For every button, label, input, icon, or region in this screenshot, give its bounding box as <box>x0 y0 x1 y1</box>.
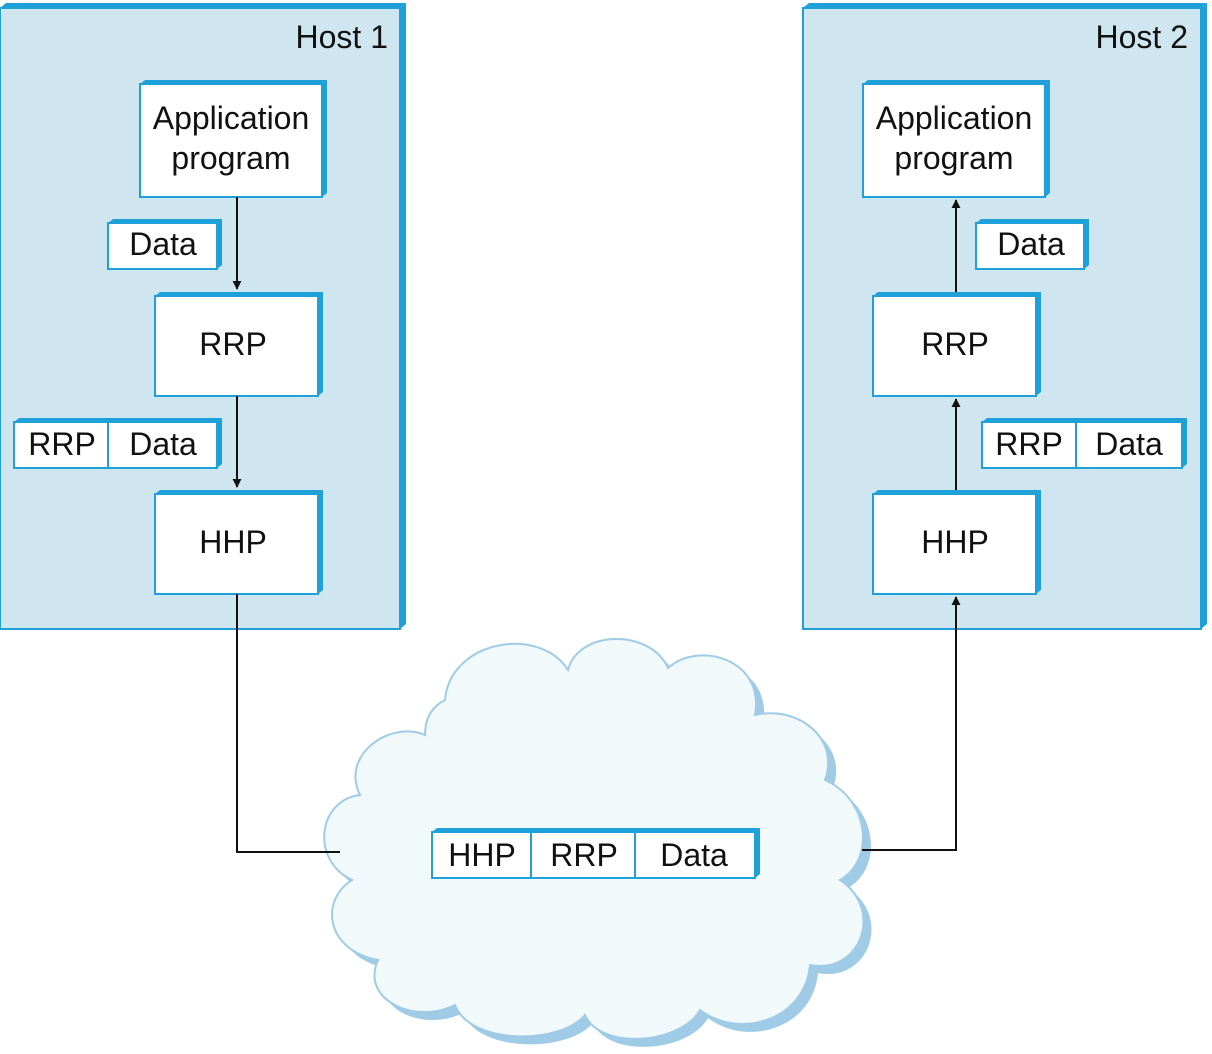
host-1-data-message: Data <box>107 219 222 270</box>
host-2: Host 2 Application program Data RRP RRP <box>802 3 1207 630</box>
host-2-application-program-box: Application program <box>862 80 1050 198</box>
host-2-data-message: Data <box>975 219 1089 270</box>
host-2-rrp-message-header-field: RRP <box>995 426 1063 462</box>
host-1-hhp-label: HHP <box>199 524 267 560</box>
link-network-to-host2 <box>862 596 961 851</box>
packet-rrp-header-field: RRP <box>550 837 618 873</box>
link-host1-to-network <box>236 594 340 853</box>
host-2-rrp-label: RRP <box>921 326 989 362</box>
host-1: Host 1 Application program Data RRP RRP <box>0 3 406 630</box>
host-2-app-label-line2: program <box>894 140 1013 176</box>
network-packet: HHP RRP Data <box>431 828 760 879</box>
host-2-title: Host 2 <box>1096 19 1188 55</box>
host-1-application-program-box: Application program <box>139 80 327 198</box>
host-1-rrp-data-message: RRP Data <box>13 418 222 469</box>
host-2-data-message-field: Data <box>997 226 1065 262</box>
host-2-rrp-message-data-field: Data <box>1095 426 1163 462</box>
packet-data-field: Data <box>660 837 728 873</box>
host-1-app-label-line1: Application <box>153 100 310 136</box>
host-2-rrp-data-message: RRP Data <box>981 418 1187 469</box>
host-2-hhp-label: HHP <box>921 524 989 560</box>
host-2-hhp-box: HHP <box>872 490 1041 595</box>
packet-hhp-header-field: HHP <box>448 837 516 873</box>
host-1-rrp-message-data-field: Data <box>129 426 197 462</box>
host-1-rrp-message-header-field: RRP <box>28 426 96 462</box>
host-2-rrp-box: RRP <box>872 292 1041 397</box>
host-1-title: Host 1 <box>296 19 388 55</box>
host-2-app-label-line1: Application <box>876 100 1033 136</box>
host-1-data-message-field: Data <box>129 226 197 262</box>
host-1-app-label-line2: program <box>171 140 290 176</box>
host-1-rrp-box: RRP <box>154 292 323 397</box>
host-1-rrp-label: RRP <box>199 326 267 362</box>
host-1-hhp-box: HHP <box>154 490 323 595</box>
